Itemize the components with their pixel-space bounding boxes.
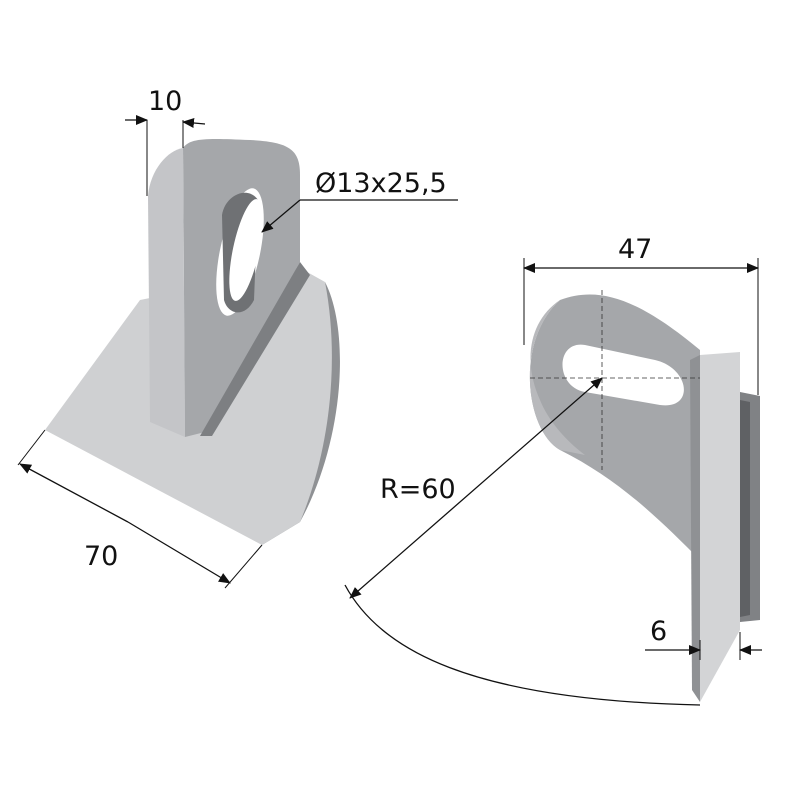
dim-label-47: 47 <box>618 234 652 265</box>
dimension-blade-thickness: 6 <box>645 616 762 660</box>
dimension-slot: Ø13x25,5 <box>261 168 458 233</box>
dim-label-70: 70 <box>84 541 118 572</box>
dimension-lug-thickness: 10 <box>125 86 206 196</box>
blade-side-face <box>690 355 700 702</box>
right-bracket-part <box>529 294 760 702</box>
blade-back-inner <box>740 400 750 617</box>
dim-label-6: 6 <box>650 616 667 647</box>
lug-slot-opening <box>229 199 263 301</box>
left-blade-part <box>45 138 340 545</box>
dimension-bracket-width: 47 <box>523 234 759 395</box>
dim-label-10: 10 <box>148 86 182 117</box>
dimension-blade-width: 70 <box>17 429 263 589</box>
blade-front-face <box>700 352 740 702</box>
dim-label-radius: R=60 <box>380 474 456 505</box>
dim-label-slot: Ø13x25,5 <box>315 168 447 199</box>
lug-front-face <box>148 148 185 437</box>
dimension-radius: R=60 <box>344 377 701 706</box>
lug-weld-edge <box>200 262 310 436</box>
